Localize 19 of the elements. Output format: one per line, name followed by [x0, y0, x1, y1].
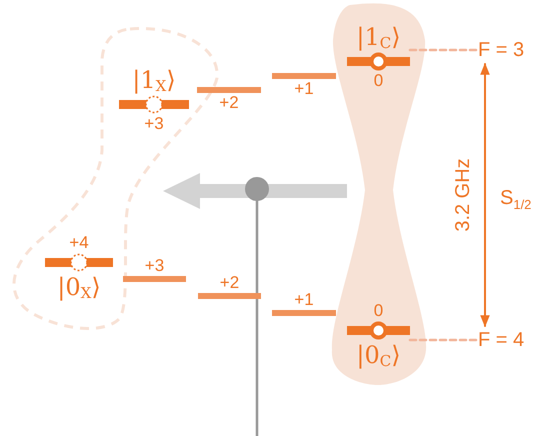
quantum-number: +1 — [294, 79, 314, 99]
quantum-number: +4 — [69, 232, 89, 252]
quantum-number: +2 — [219, 93, 239, 113]
leader-line — [408, 338, 478, 342]
quantum-number: 0 — [374, 300, 384, 320]
quantum-number: +1 — [294, 290, 314, 310]
quantum-number: +3 — [144, 256, 164, 276]
leader-line — [408, 48, 478, 52]
level-label: F = 4 — [478, 328, 524, 352]
term-label: S$_{1/2}$ — [500, 186, 532, 214]
state-label: |0$_{C}$⟩ — [356, 340, 401, 370]
level-label: F = 3 — [478, 38, 524, 62]
quantum-number: +2 — [220, 273, 240, 293]
quantum-number: 0 — [374, 70, 384, 90]
quantum-number: +3 — [144, 114, 164, 134]
state-label: |1$_{C}$⟩ — [356, 22, 401, 52]
state-label: |1$_{X}$⟩ — [132, 64, 176, 94]
double-arrow — [480, 62, 490, 328]
state-label: |0$_{X}$⟩ — [57, 272, 101, 302]
